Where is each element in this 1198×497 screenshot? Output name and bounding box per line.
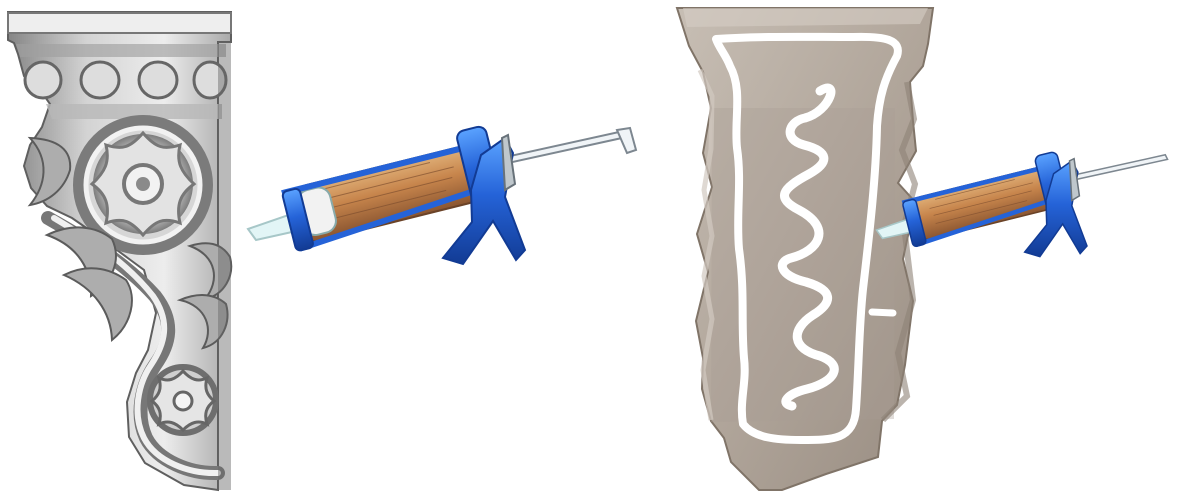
corbel-front-icon — [8, 12, 231, 490]
large-rosette-icon — [92, 133, 194, 235]
caulk-gun-icon — [876, 151, 1167, 257]
small-rosette-icon — [152, 371, 214, 430]
caulk-gun-icon — [248, 125, 636, 264]
corbel-back-icon — [677, 8, 933, 490]
